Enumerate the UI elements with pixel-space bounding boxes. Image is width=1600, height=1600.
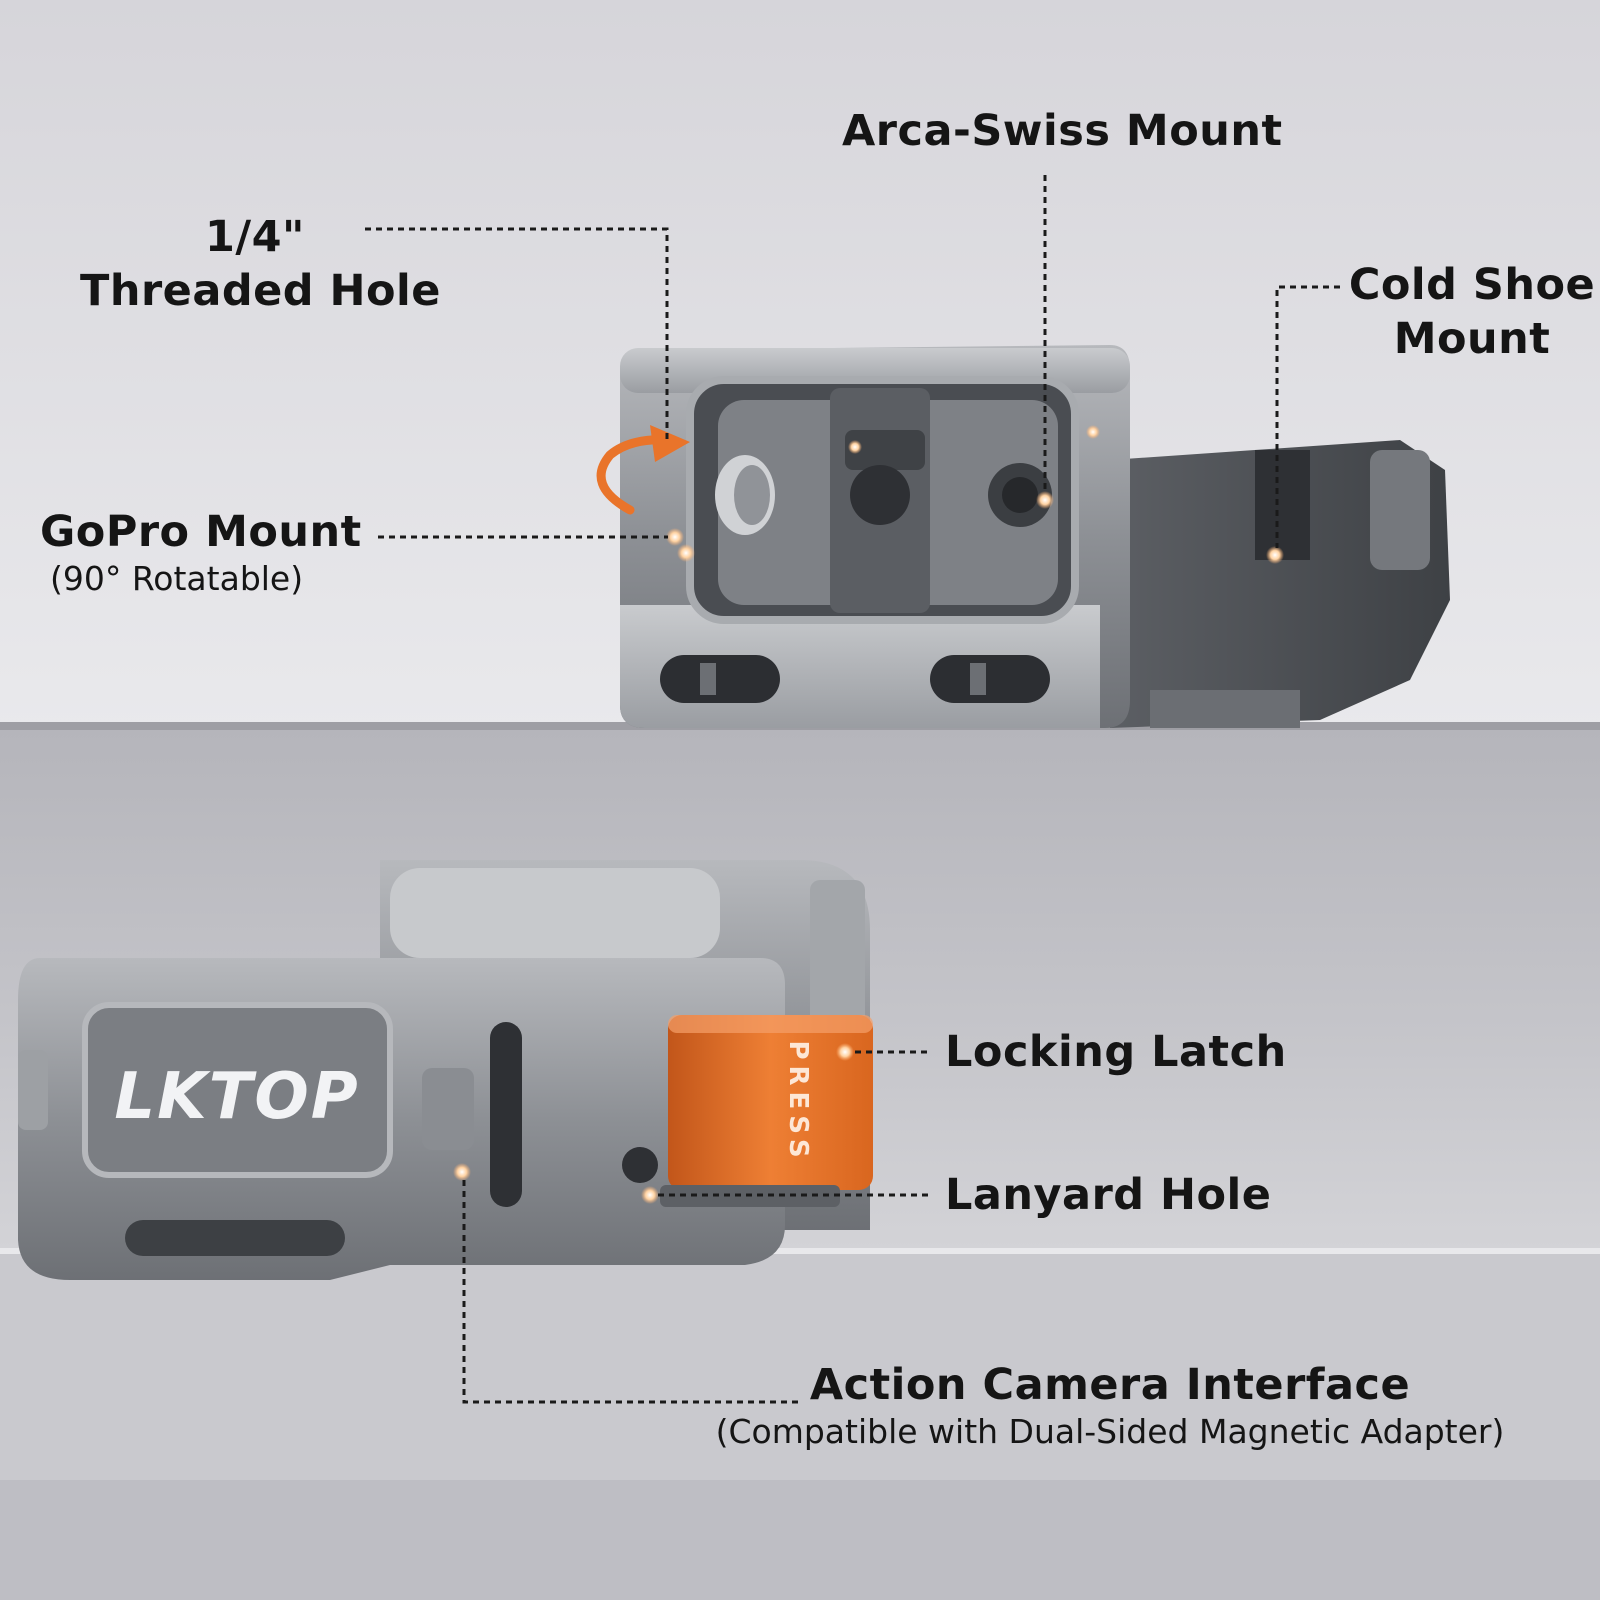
left-tab [18, 1050, 48, 1130]
reflection-band [0, 1480, 1600, 1600]
housing-top [390, 868, 720, 958]
callout-cold-shoe: Cold Shoe Mount [1348, 258, 1596, 366]
cold-shoe-base [1150, 690, 1300, 728]
marker-gopro-1 [666, 528, 684, 546]
brand-logo: LKTOP [114, 1060, 359, 1134]
callout-cold-shoe-line2: Mount [1393, 314, 1551, 364]
callout-action-camera-subtitle: (Compatible with Dual-Sided Magnetic Ada… [715, 1412, 1505, 1451]
leader-cold-shoe [1275, 285, 1340, 548]
leader-threaded-hole [365, 227, 669, 440]
callout-cold-shoe-line1: Cold Shoe [1348, 260, 1596, 310]
rotate-arrow-icon [596, 435, 673, 515]
cold-shoe-slot [1255, 450, 1310, 560]
marker-edge [1086, 425, 1100, 439]
mounting-slot-left [660, 655, 780, 703]
marker-latch [836, 1043, 854, 1061]
logo-panel [82, 1002, 393, 1178]
callout-gopro: GoPro Mount (90° Rotatable) [40, 505, 362, 599]
gopro-prong-top [845, 430, 925, 470]
marker-action-camera [453, 1163, 471, 1181]
marker-gopro-2 [677, 544, 695, 562]
callout-action-camera-title: Action Camera Interface [809, 1360, 1411, 1410]
callout-locking-latch: Locking Latch [945, 1027, 1287, 1077]
marker-cold-shoe [1266, 546, 1284, 564]
side-boss [422, 1068, 474, 1150]
mounting-slot-right [930, 655, 1050, 703]
threaded-hole-right-inner [1002, 477, 1038, 513]
bottom-product: LKTOP PRESS [18, 860, 873, 1280]
rotate-arrow-head-icon [650, 425, 690, 462]
bottom-slot [125, 1220, 345, 1256]
threaded-hole-left-inner [734, 465, 770, 525]
top-product [596, 345, 1450, 728]
latch-highlight [668, 1015, 873, 1033]
callout-threaded-hole: 1/4" Threaded Hole [80, 210, 441, 318]
callout-gopro-subtitle: (90° Rotatable) [50, 559, 304, 598]
latch-press-text: PRESS [783, 1040, 813, 1163]
leader-action-camera [462, 1180, 800, 1404]
callout-lanyard-hole: Lanyard Hole [945, 1170, 1272, 1220]
locking-latch [668, 1015, 873, 1190]
slot-divider-right [970, 663, 986, 695]
callout-gopro-title: GoPro Mount [40, 507, 362, 557]
callout-action-camera: Action Camera Interface (Compatible with… [670, 1358, 1550, 1452]
slot-divider-left [700, 663, 716, 695]
lanyard-hole [622, 1147, 658, 1183]
callout-arca-swiss: Arca-Swiss Mount [842, 106, 1283, 156]
callout-threaded-hole-line1: 1/4" [205, 212, 305, 262]
gopro-pivot [850, 465, 910, 525]
cold-shoe-rail [1370, 450, 1430, 570]
marker-arca [1036, 491, 1054, 509]
marker-lanyard [641, 1186, 659, 1204]
shelf-edge-bottom [0, 1248, 1600, 1254]
callout-threaded-hole-line2: Threaded Hole [80, 266, 441, 316]
cold-shoe-block [1110, 440, 1450, 728]
vertical-slot [490, 1022, 522, 1207]
marker-threaded [848, 440, 862, 454]
